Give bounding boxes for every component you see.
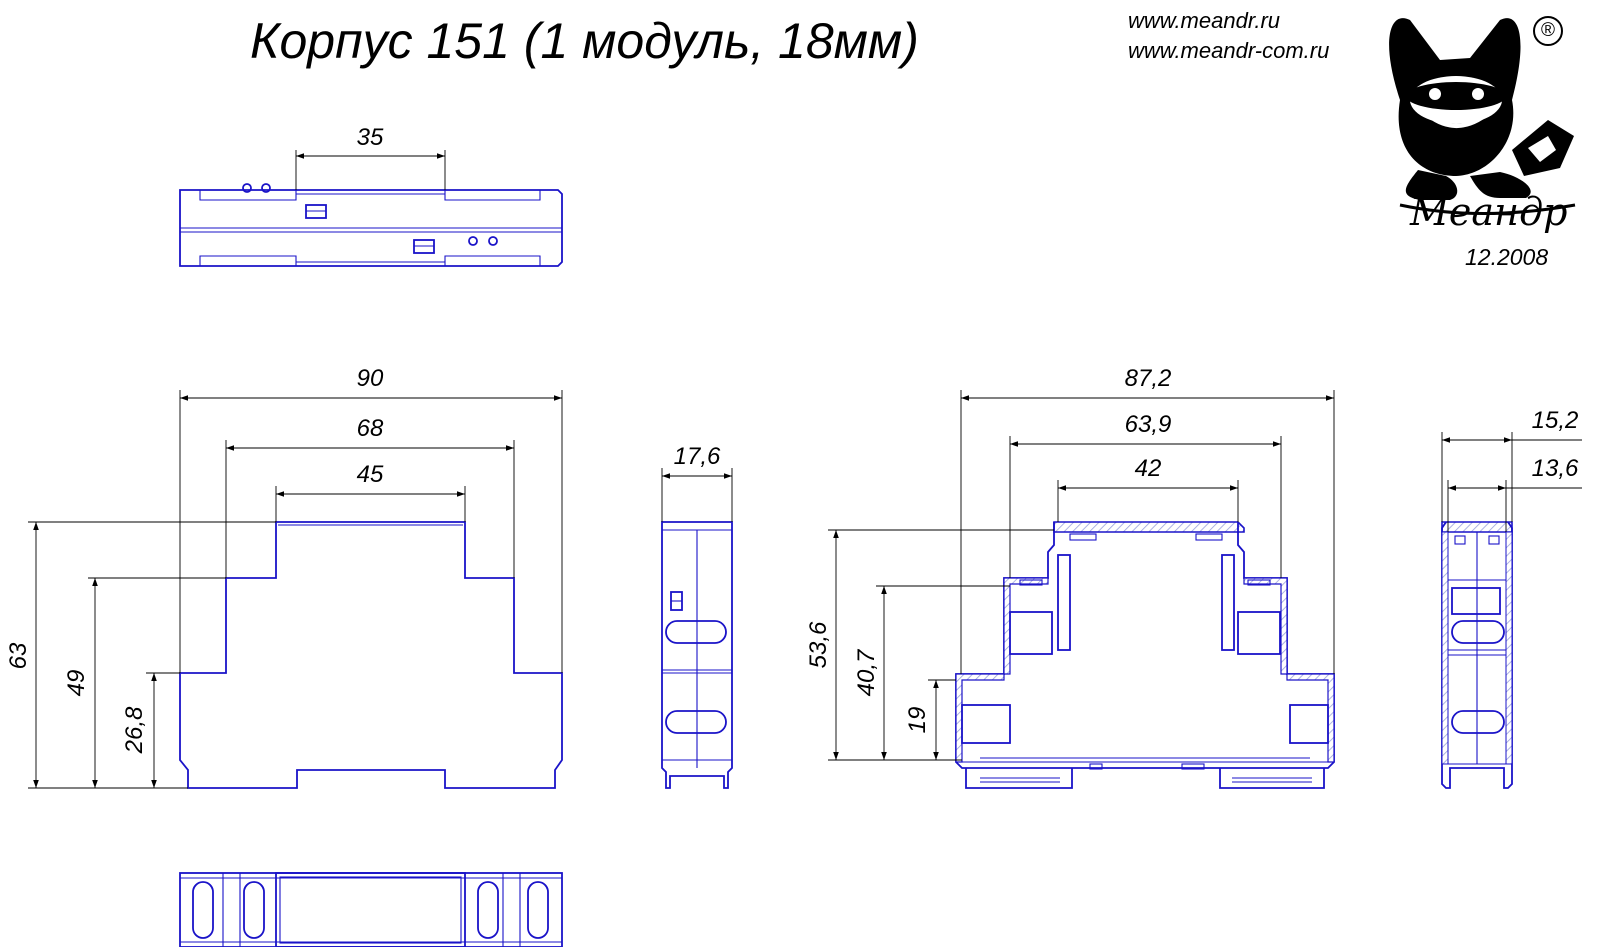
front-view [179,521,563,789]
section-view [955,521,1335,789]
registered-mark: ® [1533,16,1563,46]
dim-label-49: 49 [63,670,90,697]
front-dimensions: 90 68 45 63 49 26,8 [5,365,563,789]
drawing-title: Корпус 151 (1 модуль, 18мм) [250,13,919,69]
website-url-1[interactable]: www.meandr.ru [1128,8,1281,33]
bottom-view [179,872,563,947]
dim-label-40-7: 40,7 [853,648,880,696]
dim-label-68: 68 [357,415,384,442]
dim-label-19: 19 [904,707,931,734]
website-url-2[interactable]: www.meandr-com.ru [1128,38,1330,63]
side-dimensions: 17,6 [661,443,733,522]
dim-label-26-8: 26,8 [121,706,148,754]
dim-label-35: 35 [357,124,384,151]
meandr-raccoon-logo [1389,18,1576,215]
side-section-dimensions: 15,2 13,6 [1441,407,1582,532]
dim-label-45: 45 [357,461,384,488]
side-section-view [1441,521,1513,789]
dim-label-17-6: 17,6 [674,443,721,470]
dim-label-63-9: 63,9 [1125,411,1172,438]
dim-label-53-6: 53,6 [805,621,832,668]
drawing-date: 12.2008 [1465,244,1549,270]
top-view [179,183,563,267]
dim-label-63: 63 [5,642,32,669]
dim-label-42: 42 [1135,455,1162,482]
dim-label-87-2: 87,2 [1125,365,1172,392]
dimension-35: 35 [295,124,446,190]
side-view [661,521,733,789]
dim-label-15-2: 15,2 [1532,407,1579,434]
section-dimensions: 87,2 63,9 42 53,6 40,7 19 [805,365,1335,761]
dim-label-13-6: 13,6 [1532,455,1579,482]
dim-label-90: 90 [357,365,384,392]
